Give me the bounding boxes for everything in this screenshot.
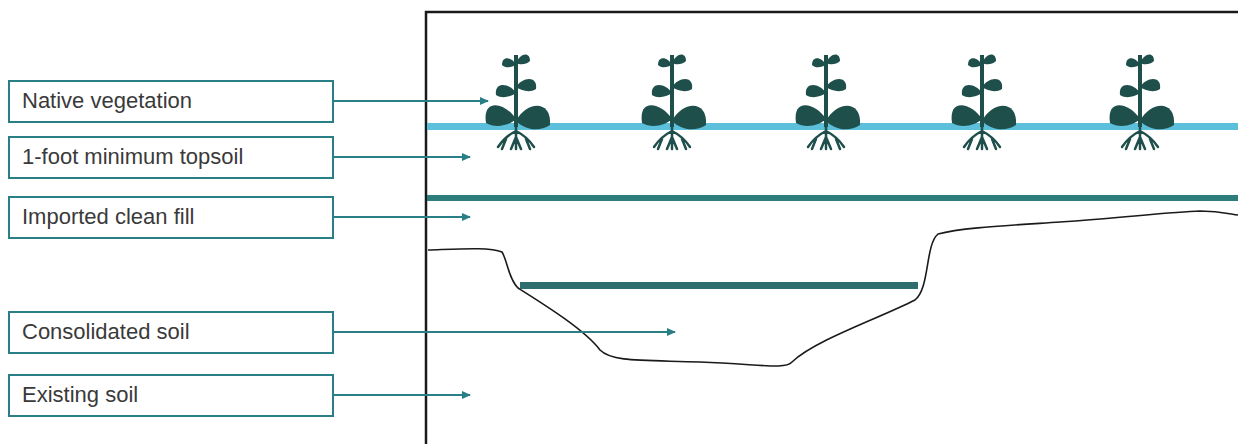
leader-line — [333, 216, 470, 218]
label-box: Imported clean fill — [8, 196, 334, 239]
label-text: 1-foot minimum topsoil — [22, 145, 243, 169]
label-box: Existing soil — [8, 374, 334, 417]
leader-line — [333, 156, 470, 158]
label-text: Imported clean fill — [22, 205, 194, 229]
excavation-outline — [428, 211, 1238, 366]
label-text: Consolidated soil — [22, 320, 190, 344]
label-text: Existing soil — [22, 383, 138, 407]
plant-icon — [486, 54, 551, 149]
section-frame — [426, 12, 1238, 444]
topsoil-base-line — [427, 195, 1238, 201]
label-box: Native vegetation — [8, 80, 334, 123]
plant-icon — [796, 54, 861, 149]
leader-line — [333, 331, 675, 333]
plant-icon — [642, 54, 707, 149]
leader-line — [333, 394, 470, 396]
plant-icon — [952, 54, 1017, 149]
label-text: Native vegetation — [22, 89, 192, 113]
plant-icon — [1110, 54, 1175, 149]
label-box: 1-foot minimum topsoil — [8, 136, 334, 179]
label-box: Consolidated soil — [8, 311, 334, 354]
consolidation-line — [520, 282, 918, 289]
leader-line — [333, 100, 488, 102]
